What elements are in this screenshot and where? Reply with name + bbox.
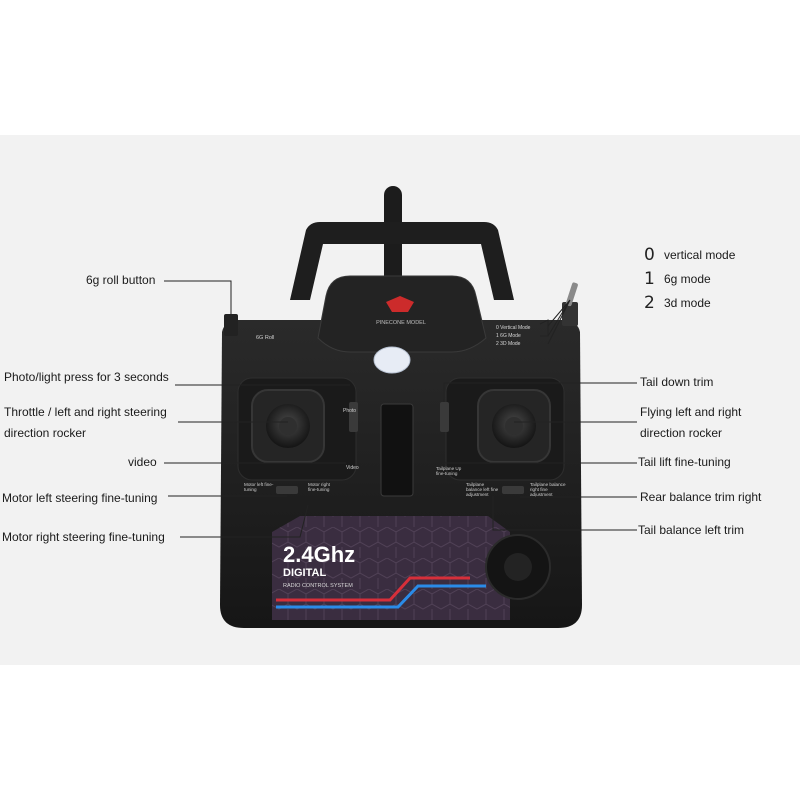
leader-motor-right bbox=[180, 504, 309, 538]
device-mode-2: 2 3D Mode bbox=[496, 341, 521, 347]
left-stick-cap bbox=[279, 417, 297, 435]
mode-switch-lever bbox=[565, 282, 578, 307]
left-horizontal-trim bbox=[276, 486, 298, 494]
device-motor-left-fo: Motor left fine-tuning bbox=[244, 482, 274, 492]
right-stick-cap bbox=[505, 417, 523, 435]
leader-tail-down bbox=[443, 382, 637, 402]
brand-name: PINECONE MODEL bbox=[376, 320, 426, 326]
carry-handle bbox=[290, 222, 514, 300]
callout-roll-button: 6g roll button bbox=[86, 273, 156, 287]
leader-lines-left bbox=[164, 280, 350, 538]
stripe-red bbox=[276, 576, 470, 602]
device-motor-left-label: Motor left fine-tuning bbox=[244, 482, 274, 492]
callout-tail-down: Tail down trim bbox=[640, 375, 714, 389]
badge-system: RADIO CONTROL SYSTEM bbox=[283, 583, 353, 589]
power-indicator bbox=[373, 346, 411, 374]
stripe-blue bbox=[276, 584, 486, 609]
leader-roll-button bbox=[164, 280, 232, 318]
mode-label-2: 3d mode bbox=[664, 296, 711, 310]
callout-video: video bbox=[128, 455, 157, 469]
device-tail-balance-right-label: Tailplane balance right fine adjustment bbox=[530, 482, 566, 497]
leader-mode-switch bbox=[547, 299, 571, 345]
callout-throttle: Throttle / left and right steering direc… bbox=[4, 405, 167, 440]
brand-plate bbox=[317, 275, 487, 353]
right-horizontal-trim bbox=[502, 486, 524, 494]
mode-number-1: 1 bbox=[644, 269, 655, 289]
device-photo-label: Photo bbox=[343, 408, 356, 414]
device-tail-balance-right-fo: Tailplane balance right fine adjustment bbox=[530, 482, 566, 497]
badge-digital: DIGITAL bbox=[283, 567, 326, 579]
device-mode-0: 0 Vertical Mode bbox=[496, 325, 531, 331]
device-tail-up-label: Tailplane Up fine-tuning bbox=[436, 466, 462, 476]
leader-mode-bracket bbox=[539, 319, 549, 337]
left-vertical-trim bbox=[349, 402, 358, 432]
callout-tail-lift: Tail lift fine-tuning bbox=[638, 455, 731, 469]
mode-number-2: 2 bbox=[644, 293, 655, 313]
badge-frequency: 2.4Ghz bbox=[283, 542, 355, 567]
leader-tail-balance-left bbox=[492, 496, 637, 531]
device-tail-balance-left-label: Tailplane balance left fine adjustment bbox=[466, 482, 499, 497]
d-pad-center bbox=[504, 553, 532, 581]
lower-panel-pattern bbox=[272, 516, 510, 620]
device-mode-1: 1 6G Mode bbox=[496, 333, 521, 339]
device-motor-right-fo: Motor right fine-tuning bbox=[308, 482, 330, 492]
callout-motor-right: Motor right steering fine-tuning bbox=[2, 530, 165, 544]
callout-tail-balance-left: Tail balance left trim bbox=[638, 523, 745, 537]
callout-flying: Flying left and right direction rocker bbox=[640, 405, 742, 440]
mode-number-0: 0 bbox=[644, 245, 655, 265]
callout-rear-balance: Rear balance trim right bbox=[640, 490, 762, 504]
roll-button bbox=[224, 314, 238, 336]
device-motor-right-label: Motor right fine-tuning bbox=[308, 482, 330, 492]
mode-label-0: vertical mode bbox=[664, 248, 736, 262]
device-roll-tag: 6G Roll bbox=[256, 335, 274, 341]
device-video-label: Video bbox=[346, 465, 359, 471]
callout-motor-left: Motor left steering fine-tuning bbox=[2, 491, 158, 505]
leader-lines-right bbox=[442, 299, 637, 531]
center-slot bbox=[380, 403, 414, 497]
device-tail-up-fo: Tailplane Up fine-tuning bbox=[436, 466, 462, 476]
callout-photo: Photo/light press for 3 seconds bbox=[4, 370, 169, 384]
brand-logo bbox=[386, 296, 414, 312]
mode-label-1: 6g mode bbox=[664, 272, 711, 286]
right-vertical-trim bbox=[440, 402, 449, 432]
device-tail-balance-left-fo: Tailplane balance left fine adjustment bbox=[466, 482, 499, 497]
